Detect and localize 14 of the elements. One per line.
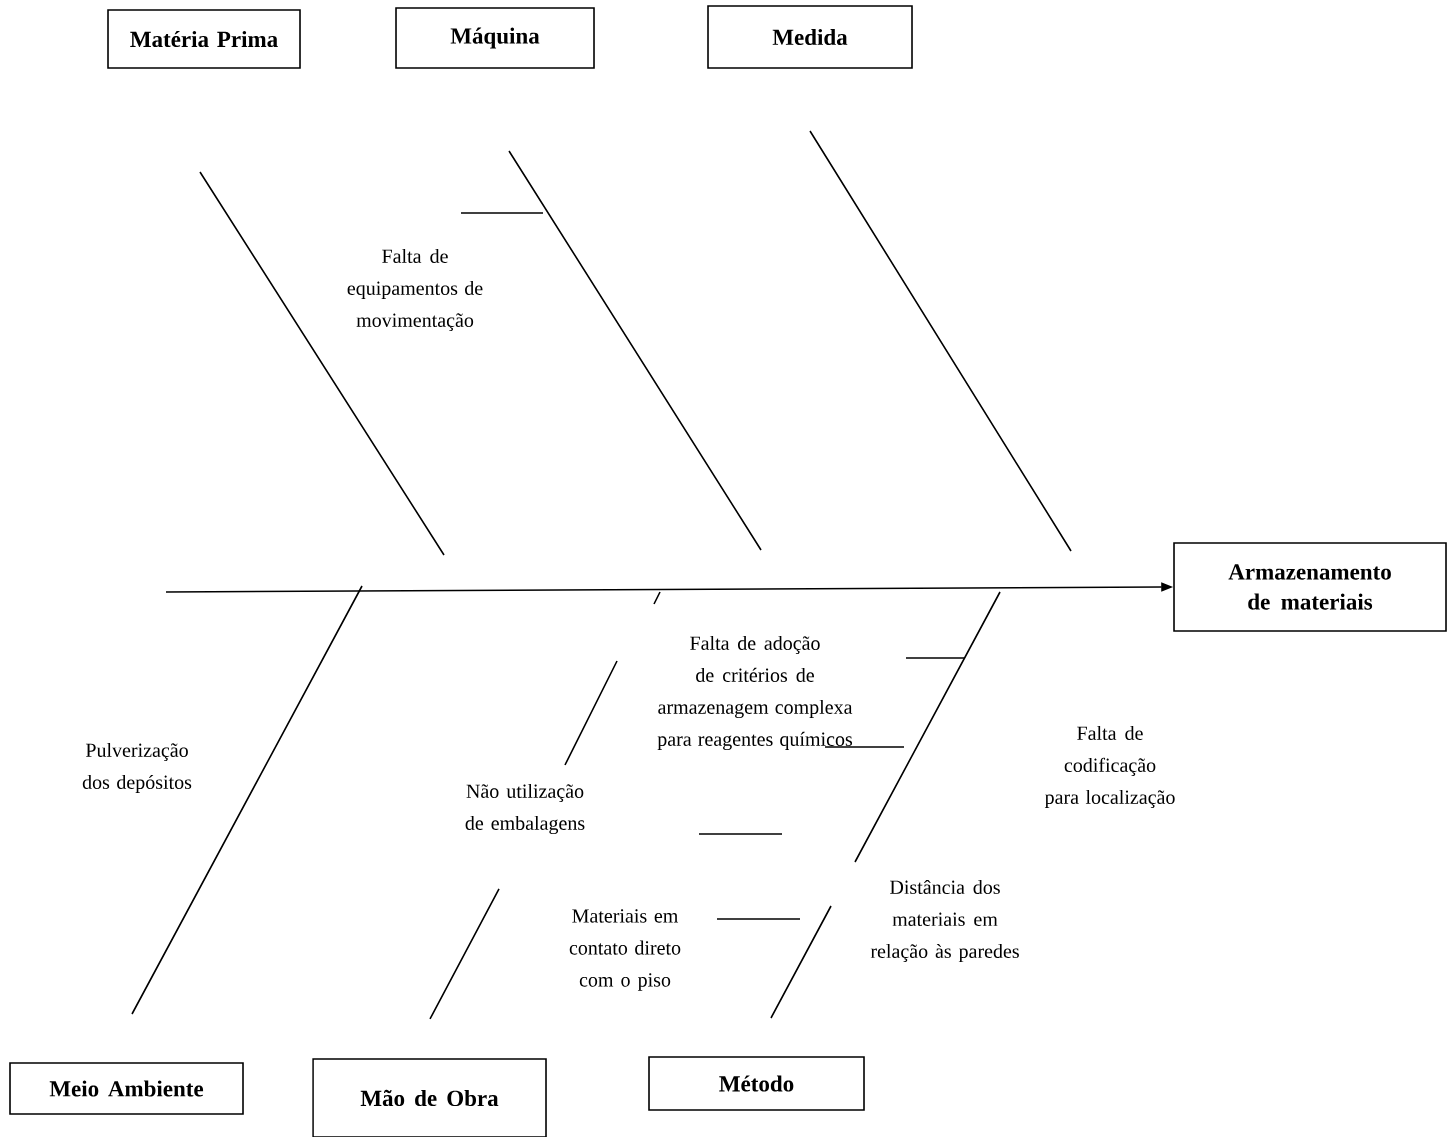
cause-text: Falta de adoção de critérios de armazenagem complexa para reagentes químicos xyxy=(657,635,853,751)
category-box: Meio Ambiente xyxy=(9,1062,244,1115)
cause-text: Falta de codificação para localização xyxy=(1044,725,1175,809)
category-box: Método xyxy=(648,1056,865,1111)
category-box: Medida xyxy=(707,5,913,69)
cause-text: Não utilização de embalagens xyxy=(465,783,585,835)
cause-text: Distância dos materiais em relação às paredes xyxy=(870,879,1019,963)
cause-text: Materiais em contato direto com o piso xyxy=(569,909,681,991)
category-box: Matéria Prima xyxy=(107,9,301,69)
category-box: Máquina xyxy=(395,7,595,69)
category-box: Mão de Obra xyxy=(312,1058,547,1137)
cause-text: Falta de equipamentos de movimentação xyxy=(347,248,483,332)
cause-text: Pulverização dos depósitos xyxy=(82,742,192,794)
category-box: Armazenamento de materiais xyxy=(1173,542,1447,632)
